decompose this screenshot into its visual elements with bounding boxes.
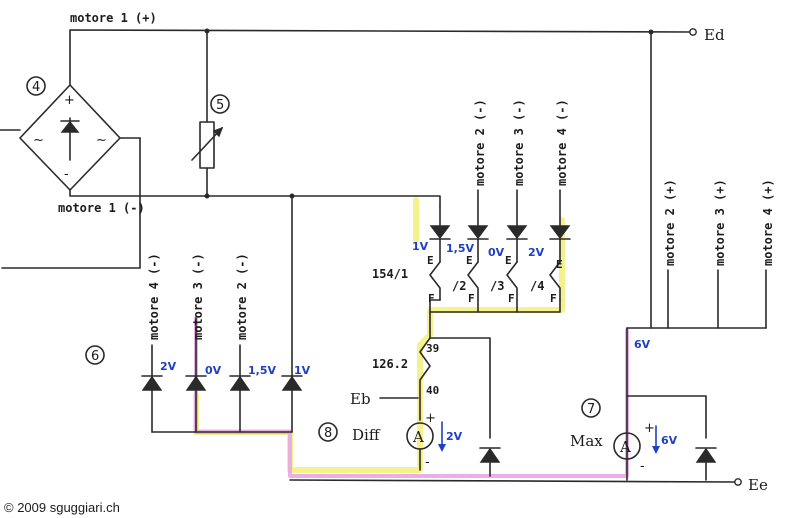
voltage-max: 6V	[661, 434, 678, 447]
voltage-labels: 1V 1,5V 0V 2V 2V 0V 1,5V 1V 2V 6V 6V	[160, 240, 678, 447]
potentiometer	[191, 30, 224, 197]
pin-e-2: E	[466, 254, 473, 267]
max-ammeter-label: A	[619, 438, 631, 456]
number-7: 7	[587, 402, 595, 417]
pin-e-4: E	[556, 258, 563, 271]
number-8: 8	[324, 426, 332, 441]
left-motor-label: motore 4 (-)	[147, 253, 161, 340]
pin-f-2: F	[468, 292, 475, 305]
left-motor-label: motore 3 (-)	[191, 253, 205, 340]
diff-minus: -	[425, 455, 430, 470]
highlight-pink-path	[194, 316, 629, 478]
voltage-top-1: 1V	[412, 240, 429, 253]
top-motor-label: motore 2 (-)	[473, 99, 487, 186]
voltage-top-4: 2V	[528, 246, 545, 259]
number-4: 4	[32, 80, 40, 95]
terminal-eb: Eb	[350, 390, 371, 408]
right-motor-label: motore 4 (+)	[761, 179, 775, 266]
ac-symbol-left: ~	[33, 133, 44, 148]
diff-ammeter-label: A	[412, 428, 424, 446]
max-plus: +	[644, 421, 655, 436]
pin-f-1: F	[428, 292, 435, 305]
top-diode-bank	[429, 189, 571, 313]
right-rail	[289, 31, 767, 486]
right-motor-labels: motore 2 (+) motore 3 (+) motore 4 (+)	[663, 179, 775, 266]
motore1-plus-label: motore 1 (+)	[70, 11, 157, 25]
pin-e-1: E	[427, 254, 434, 267]
voltage-bottom-1: 2V	[160, 360, 177, 373]
voltage-top-3: 0V	[488, 246, 505, 259]
voltage-bottom-2: 0V	[205, 364, 222, 377]
bridge-minus: -	[64, 167, 69, 182]
diff-label: Diff	[352, 426, 381, 444]
relay-126: A	[379, 311, 501, 477]
left-motor-label: motore 2 (-)	[235, 253, 249, 340]
pin-f-4: F	[550, 292, 557, 305]
contact-2: /2	[452, 279, 466, 293]
minus-rail	[69, 189, 441, 433]
relay-154-label: 154/1	[372, 267, 408, 281]
pin-f-3: F	[508, 292, 515, 305]
voltage-rail: 6V	[634, 338, 651, 351]
max-label: Max	[570, 432, 603, 450]
voltage-bottom-3: 1,5V	[248, 364, 276, 377]
right-motor-label: motore 2 (+)	[663, 179, 677, 266]
top-motor-labels: motore 2 (-) motore 3 (-) motore 4 (-)	[473, 99, 569, 186]
pin-39: 39	[426, 342, 439, 355]
max-minus: -	[640, 459, 645, 474]
motore1-minus-label: motore 1 (-)	[58, 201, 145, 215]
component-numbers: 4 5 6 7 8	[26, 76, 601, 442]
terminal-ed: Ed	[704, 26, 725, 44]
number-6: 6	[91, 349, 99, 364]
diff-plus: +	[425, 411, 436, 426]
bridge-plus: +	[64, 93, 75, 108]
voltage-bottom-4: 1V	[294, 364, 311, 377]
copyright: © 2009 sguggiari.ch	[4, 500, 120, 515]
top-rail	[69, 28, 697, 86]
max-ammeter: A	[613, 425, 660, 460]
right-motor-label: motore 3 (+)	[713, 179, 727, 266]
number-5: 5	[216, 98, 224, 113]
voltage-top-2: 1,5V	[446, 242, 474, 255]
top-motor-label: motore 4 (-)	[555, 99, 569, 186]
contact-4: /4	[530, 279, 544, 293]
voltage-diff: 2V	[446, 430, 463, 443]
bridge-rectifier: + - ~ ~	[0, 84, 141, 269]
ac-symbol-right: ~	[96, 133, 107, 148]
relay-126-label: 126.2	[372, 357, 408, 371]
pin-e-3: E	[505, 254, 512, 267]
bottom-diode-bank	[141, 317, 303, 433]
contact-3: /3	[490, 279, 504, 293]
left-motor-labels: motore 4 (-) motore 3 (-) motore 2 (-)	[147, 253, 249, 340]
terminal-ee: Ee	[748, 476, 768, 494]
pin-40: 40	[426, 384, 439, 397]
top-motor-label: motore 3 (-)	[512, 99, 526, 186]
